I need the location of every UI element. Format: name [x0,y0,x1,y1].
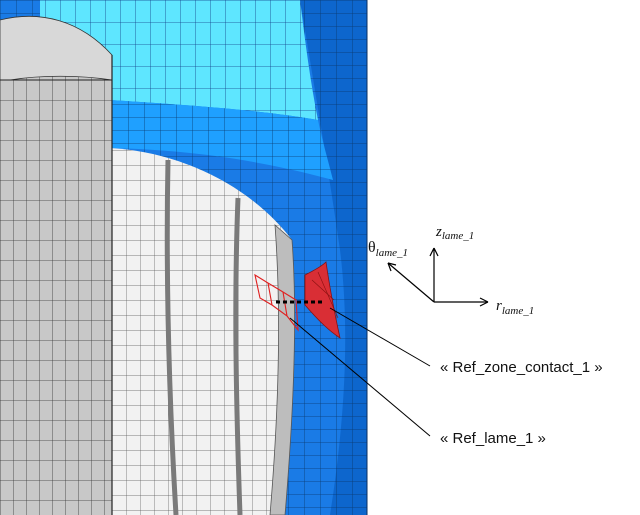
contact-zone-red [304,261,341,339]
mesh-model [0,0,367,515]
axis-theta-label: θlame_1 [368,239,408,259]
leader-zone-contact [329,307,431,367]
callout-zone-contact: « Ref_zone_contact_1 » [440,359,603,376]
blade-edge [269,224,296,515]
axis-theta-arrow [387,262,435,303]
blade-ref-elements [254,273,299,332]
axis-r-label: rlame_1 [496,298,534,317]
callout-lame: « Ref_lame_1 » [440,430,546,447]
axis-z-label: zlame_1 [435,224,474,242]
axes-triad: rlame_1 zlame_1 θlame_1 [368,224,534,317]
blade-separator-1 [164,159,179,515]
blade-separator-2 [233,197,243,515]
leader-lame [289,317,431,437]
